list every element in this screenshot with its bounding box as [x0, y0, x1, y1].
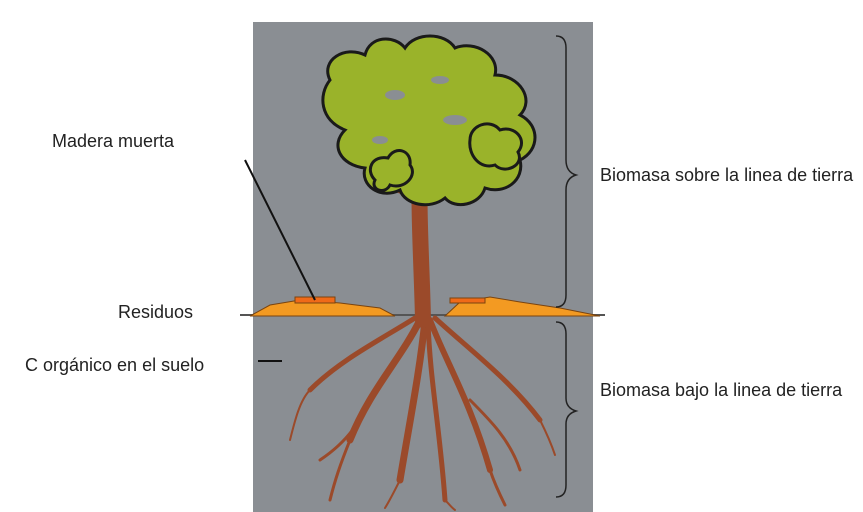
below-ground-biomass-label: Biomasa bajo la linea de tierra — [600, 378, 850, 403]
above-ground-biomass-label: Biomasa sobre la linea de tierra — [600, 163, 860, 188]
dead-wood-label: Madera muerta — [52, 129, 174, 154]
litter-label: Residuos — [118, 300, 193, 325]
soil-carbon-label: C orgánico en el suelo — [25, 353, 204, 378]
